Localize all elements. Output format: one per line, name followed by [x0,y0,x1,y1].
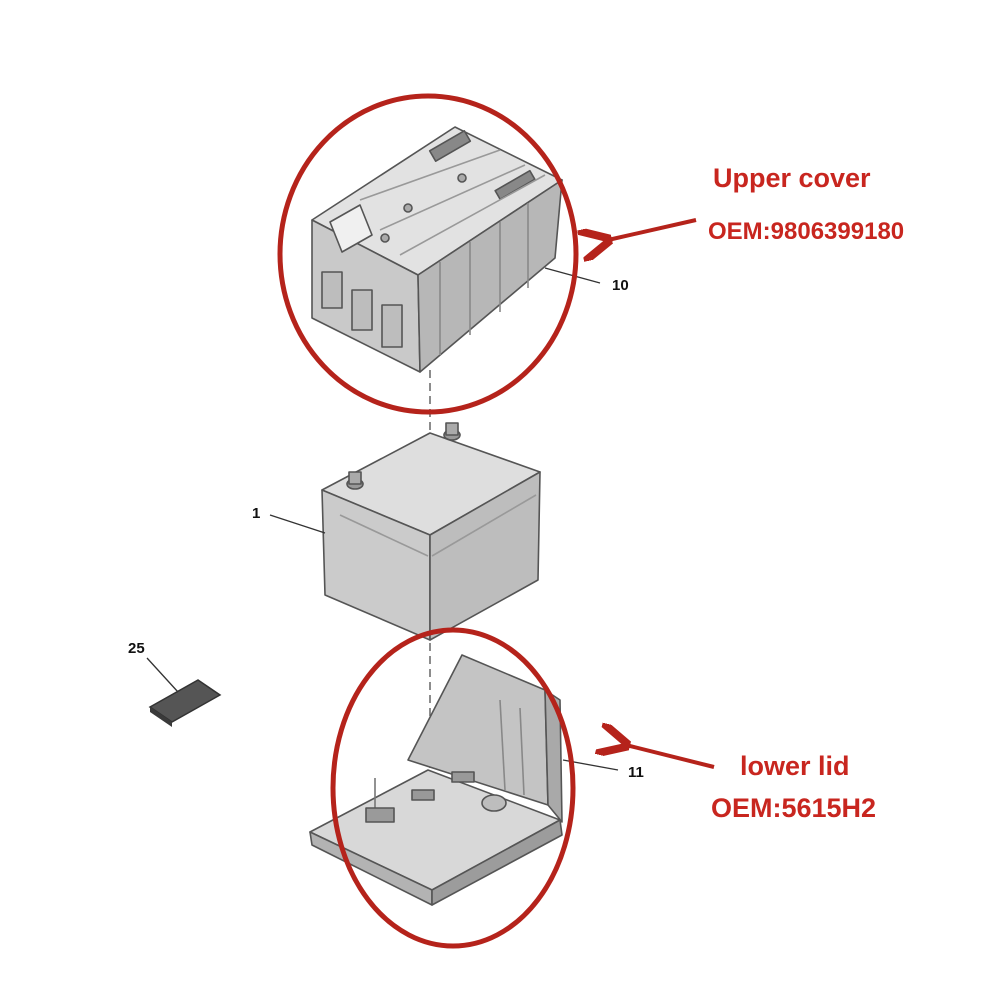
part-number-25: 25 [128,640,145,657]
pad-part [148,679,222,727]
battery-part [321,422,541,641]
lower-lid-oem: OEM:5615H2 [711,793,877,823]
upper-cover-arrow [608,218,697,240]
upper-cover-highlight-ellipse [277,93,579,415]
leader-line-25 [146,657,179,693]
part-number-11: 11 [628,764,644,781]
upper-cover-title: Upper cover [713,163,871,193]
leader-line-1 [269,514,326,534]
lower-lid-highlight-ellipse [330,627,576,949]
upper-cover-oem: OEM:9806399180 [708,218,905,245]
part-number-10: 10 [612,277,629,294]
lower-lid-arrow [626,745,715,769]
lower-lid-part [309,654,563,906]
part-number-1: 1 [252,505,261,522]
lower-lid-title: lower lid [740,751,850,781]
upper-cover-part [311,126,563,373]
